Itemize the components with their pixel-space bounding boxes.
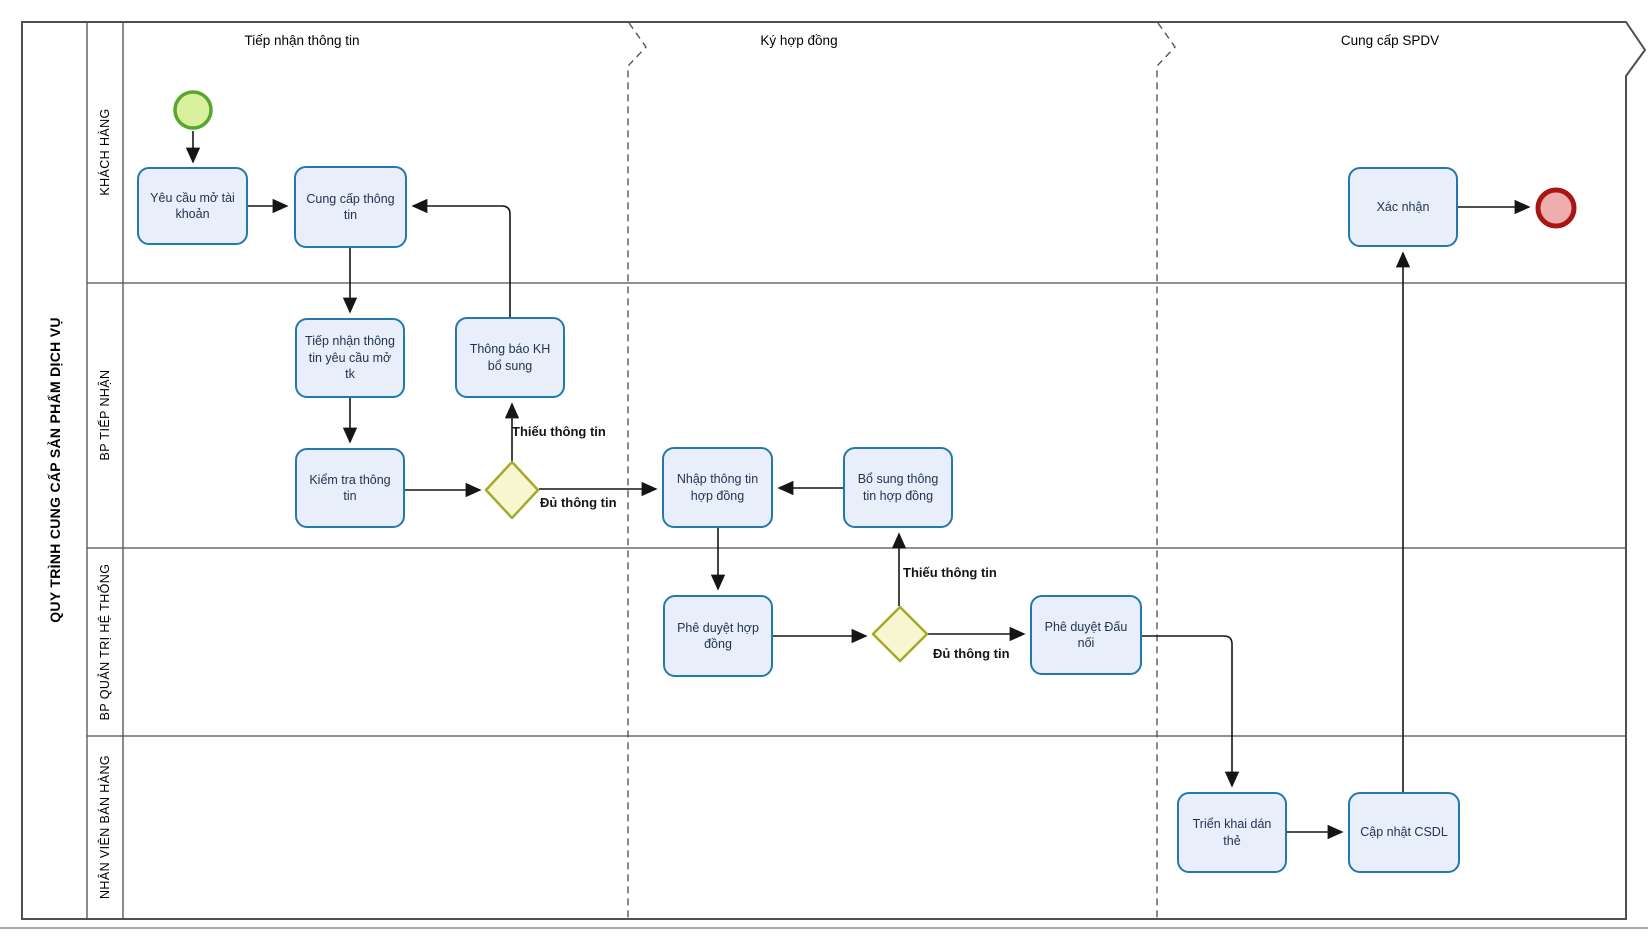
gateway1-du-thieu-thong-tin[interactable] <box>484 460 540 520</box>
task-kiem-tra-thong-tin[interactable]: Kiểm tra thông tin <box>295 448 405 528</box>
phase-header-ky-hop-dong: Ký hợp đồng <box>760 33 838 48</box>
flow-thong-bao-to-cung-cap <box>411 198 511 317</box>
task-yeu-cau-mo-tai-khoan[interactable]: Yêu cầu mở tài khoản <box>137 167 248 245</box>
task-xac-nhan[interactable]: Xác nhận <box>1348 167 1458 247</box>
lane-label-nhan-vien-ban-hang: NHÂN VIÊN BÁN HÀNG <box>98 754 112 900</box>
lane-label-bp-tiep-nhan: BP TIẾP NHẬN <box>98 369 112 461</box>
task-nhap-thong-tin-hop-dong[interactable]: Nhập thông tin hợp đồng <box>662 447 773 528</box>
task-trien-khai-dan-the[interactable]: Triển khai dán thẻ <box>1177 792 1287 873</box>
edge-label-thieu-thong-tin-1: Thiếu thông tin <box>512 424 606 439</box>
lane-label-khach-hang: KHÁCH HÀNG <box>98 108 112 196</box>
end-event-icon[interactable] <box>1535 187 1577 229</box>
phase-divider-1 <box>627 22 647 919</box>
phase-header-cung-cap-spdv: Cung cấp SPDV <box>1340 33 1440 48</box>
pool-title: QUY TRÌNH CUNG CẤP SẢN PHẨM DỊCH VỤ <box>47 317 63 623</box>
task-thong-bao-kh-bo-sung[interactable]: Thông báo KH bổ sung <box>455 317 565 398</box>
start-event-icon[interactable] <box>173 90 213 130</box>
edge-label-du-thong-tin-2: Đủ thông tin <box>933 646 1010 661</box>
task-phe-duyet-dau-noi[interactable]: Phê duyệt Đấu nối <box>1030 595 1142 675</box>
edge-label-du-thong-tin-1: Đủ thông tin <box>540 495 617 510</box>
edge-label-thieu-thong-tin-2: Thiếu thông tin <box>903 565 997 580</box>
task-cung-cap-thong-tin[interactable]: Cung cấp thông tin <box>294 166 407 248</box>
pool-border <box>21 21 1647 920</box>
task-phe-duyet-hop-dong[interactable]: Phê duyệt hợp đồng <box>663 595 773 677</box>
gateway2-du-thieu-thong-tin[interactable] <box>871 605 929 663</box>
task-tiep-nhan-thong-tin-yeu-cau-mo-tk[interactable]: Tiếp nhận thông tin yêu cầu mở tk <box>295 318 405 398</box>
phase-divider-2 <box>1156 22 1176 919</box>
task-cap-nhat-csdl[interactable]: Cập nhật CSDL <box>1348 792 1460 873</box>
lane-label-bp-quan-tri-he-thong: BP QUẢN TRỊ HỆ THỐNG <box>98 563 112 721</box>
phase-header-tiep-nhan-thong-tin: Tiếp nhận thông tin <box>244 33 360 48</box>
task-bo-sung-thong-tin-hop-dong[interactable]: Bổ sung thông tin hợp đồng <box>843 447 953 528</box>
flow-phe-duyet-dau-noi-to-trien-khai <box>1142 635 1240 788</box>
